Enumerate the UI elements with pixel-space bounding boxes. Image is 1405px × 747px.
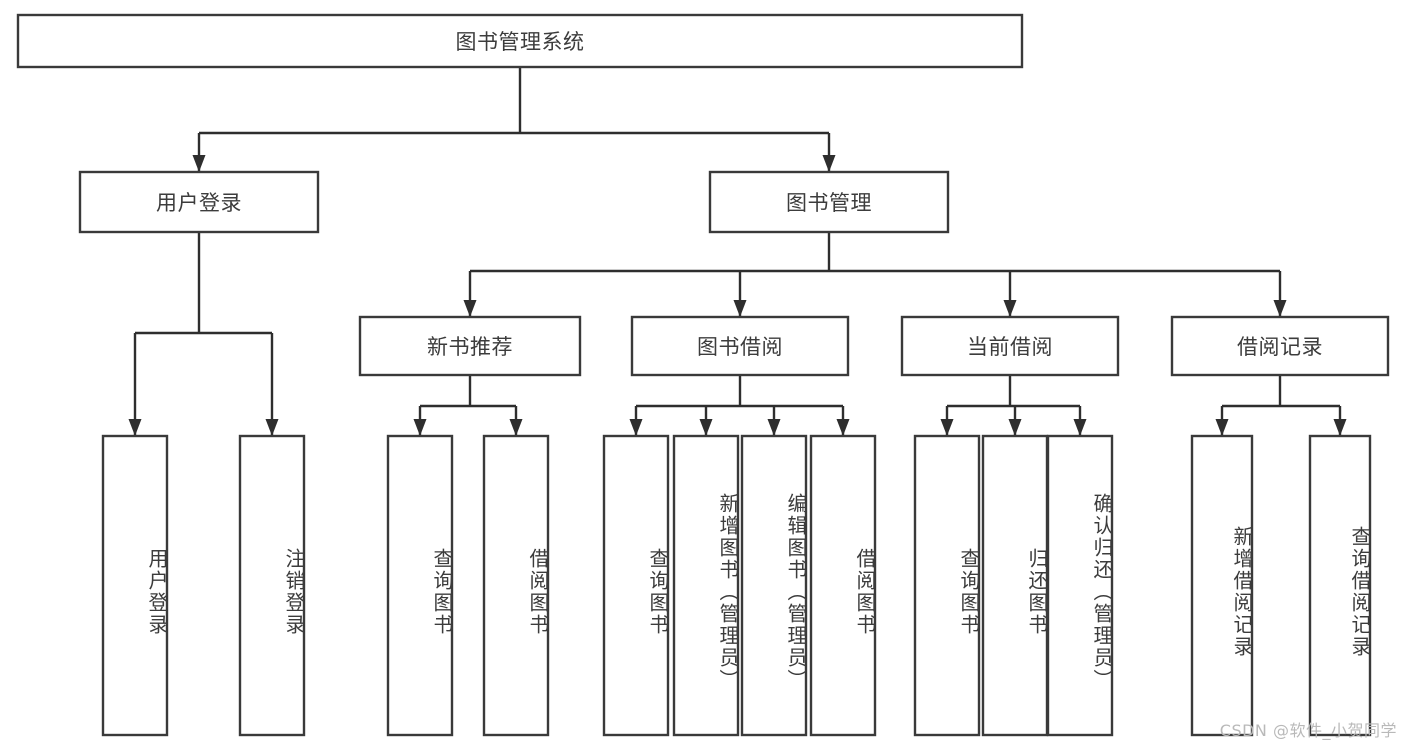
node-box-leaf-return-book[interactable] <box>981 434 1049 737</box>
node-box-layer <box>16 13 1390 737</box>
arrow-head-icon-leaf-borrow-book-1 <box>509 419 523 436</box>
node-box-leaf-add-book[interactable] <box>672 434 740 737</box>
node-box-borrow-record[interactable] <box>1170 315 1390 377</box>
arrow-head-icon-leaf-user-login <box>128 419 142 436</box>
node-box-leaf-borrow-book-1[interactable] <box>482 434 550 737</box>
arrow-head-icon-leaf-borrow-book-2 <box>836 419 850 436</box>
node-box-leaf-user-login[interactable] <box>101 434 169 737</box>
connector-layer <box>128 67 1347 436</box>
arrow-head-icon-leaf-add-book <box>699 419 713 436</box>
arrow-head-icon-leaf-confirm-return <box>1073 419 1087 436</box>
node-box-root[interactable] <box>16 13 1024 69</box>
arrow-head-icon-leaf-add-record <box>1215 419 1229 436</box>
node-box-leaf-logout[interactable] <box>238 434 306 737</box>
arrow-head-icon-current-borrow <box>1003 300 1017 317</box>
node-box-current-borrow[interactable] <box>900 315 1120 377</box>
node-box-leaf-query-book-1[interactable] <box>386 434 454 737</box>
node-box-book-management[interactable] <box>708 170 950 234</box>
arrow-head-icon-borrow-record <box>1273 300 1287 317</box>
arrow-head-icon-new-book-recommend <box>463 300 477 317</box>
node-box-leaf-query-record[interactable] <box>1308 434 1372 737</box>
arrow-head-icon-leaf-return-book <box>1008 419 1022 436</box>
arrow-head-icon-leaf-query-record <box>1333 419 1347 436</box>
watermark-text: CSDN @软件_小贺同学 <box>1219 721 1397 740</box>
node-box-user-login[interactable] <box>78 170 320 234</box>
arrow-head-icon-book-borrow <box>733 300 747 317</box>
arrow-head-icon-leaf-edit-book <box>767 419 781 436</box>
arrow-head-icon-book-management <box>822 155 836 172</box>
arrow-head-icon-user-login <box>192 155 206 172</box>
arrow-head-icon-leaf-query-book-1 <box>413 419 427 436</box>
arrow-head-icon-leaf-query-book-2 <box>629 419 643 436</box>
arrow-head-icon-leaf-query-book-3 <box>940 419 954 436</box>
arrow-head-icon-leaf-logout <box>265 419 279 436</box>
node-box-new-book-recommend[interactable] <box>358 315 582 377</box>
node-box-leaf-query-book-2[interactable] <box>602 434 670 737</box>
node-box-leaf-query-book-3[interactable] <box>913 434 981 737</box>
node-box-leaf-edit-book[interactable] <box>740 434 808 737</box>
node-box-leaf-confirm-return[interactable] <box>1046 434 1114 737</box>
node-box-leaf-add-record[interactable] <box>1190 434 1254 737</box>
node-box-leaf-borrow-book-2[interactable] <box>809 434 877 737</box>
node-box-book-borrow[interactable] <box>630 315 850 377</box>
